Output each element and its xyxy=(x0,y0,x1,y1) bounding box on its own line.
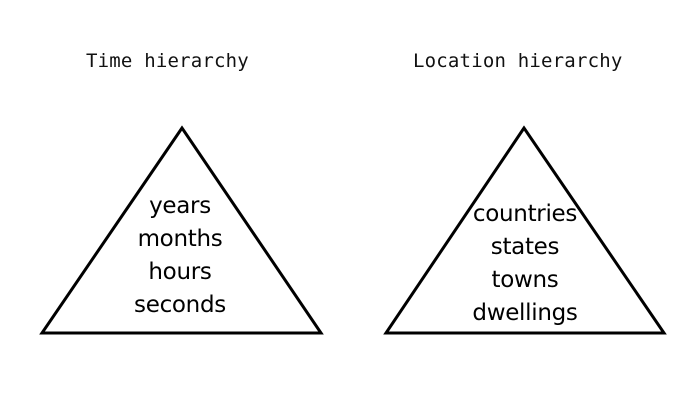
location-hierarchy-levels: countries states towns dwellings xyxy=(465,198,585,330)
location-hierarchy-title: Location hierarchy xyxy=(413,50,623,72)
time-level-months: months xyxy=(137,226,223,252)
time-level-seconds: seconds xyxy=(134,292,226,318)
location-level-states: states xyxy=(490,234,560,260)
time-hierarchy-triangle xyxy=(39,125,324,335)
location-level-dwellings: dwellings xyxy=(472,300,578,326)
location-hierarchy-triangle xyxy=(383,125,667,335)
time-level-years: years xyxy=(149,193,211,219)
location-level-towns: towns xyxy=(491,267,559,293)
time-hierarchy-title: Time hierarchy xyxy=(86,50,249,72)
time-level-hours: hours xyxy=(148,259,212,285)
location-level-countries: countries xyxy=(472,201,578,227)
time-hierarchy-levels: years months hours seconds xyxy=(120,190,240,322)
